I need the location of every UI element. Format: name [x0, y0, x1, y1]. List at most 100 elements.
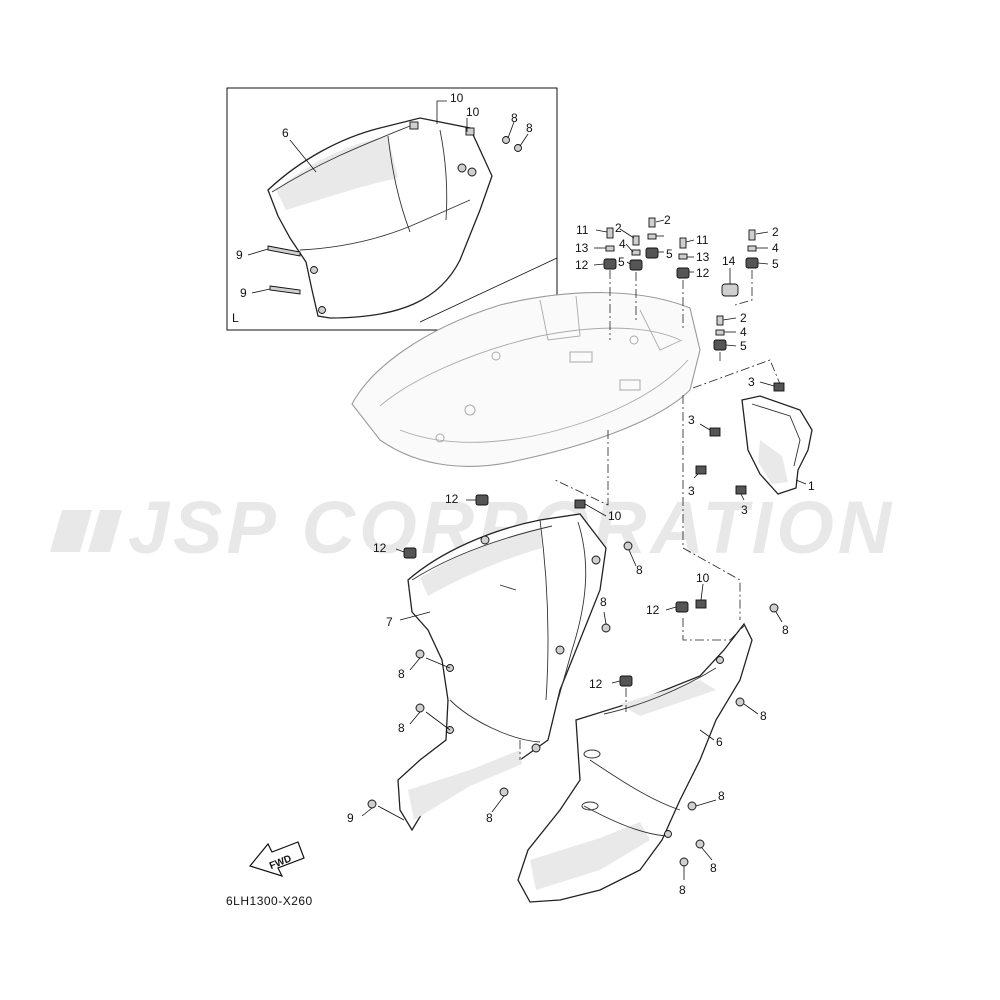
leader-9c-b	[377, 805, 405, 821]
cowling-inner-rim	[399, 359, 689, 443]
callout-10c: 10	[608, 509, 622, 523]
callout-9c: 9	[347, 811, 354, 825]
inset-screw-9a	[267, 245, 301, 257]
callout-13a: 13	[575, 241, 589, 255]
leader-10c	[584, 503, 607, 517]
bolt-8i	[687, 801, 697, 811]
cowling-rim	[379, 327, 681, 407]
inset-grommet-a	[457, 163, 467, 173]
side-cover-7-assembly: 12 10 12 8 7 8 8 8 8 9	[347, 492, 643, 832]
callout-8g: 8	[782, 623, 789, 637]
cover-7-shade-top	[420, 528, 542, 596]
leader-8e-b	[425, 657, 451, 669]
leader-12e	[665, 606, 677, 611]
grommet-12f	[619, 675, 633, 687]
inset-leader-9a	[247, 248, 269, 256]
inset-leader-10a	[436, 100, 447, 124]
leader-8c	[628, 549, 637, 567]
inset-cover-fold	[387, 135, 411, 233]
callout-11b: 11	[696, 233, 709, 247]
callout-2c: 2	[772, 225, 779, 239]
nut-10c	[574, 499, 586, 509]
cowling-hole-a	[464, 404, 476, 416]
callout-3d: 3	[741, 503, 748, 517]
grommet-5d	[713, 339, 727, 351]
inset-label: L	[232, 311, 239, 325]
callout-8e: 8	[398, 667, 405, 681]
clip-3c	[695, 465, 707, 475]
clip-3d	[735, 485, 747, 495]
callout-12f: 12	[589, 677, 603, 691]
cover-6-mount-a	[716, 656, 724, 664]
grommet-5c	[745, 257, 759, 269]
drop-line-d	[734, 270, 753, 306]
callout-9b: 9	[240, 286, 247, 300]
inset-cover-crease	[299, 199, 471, 251]
leader-5d	[725, 344, 737, 347]
callout-8g-lower: 8	[486, 811, 493, 825]
leader-7	[399, 611, 431, 621]
cover-6-crease	[589, 759, 681, 811]
cover-7-mount-d	[531, 743, 541, 753]
leader-12f	[611, 680, 621, 684]
washer-4b	[647, 233, 657, 240]
leader-6b	[699, 729, 715, 741]
callout-11a: 11	[576, 223, 589, 237]
callout-12d: 12	[373, 541, 387, 555]
callout-7: 7	[386, 615, 393, 629]
cover-7-shade-bottom	[408, 750, 522, 820]
cover-6-shade-top	[620, 680, 716, 716]
upper-hardware: 11 2 2 4 13 5 12 5 11 13 12 2 4 5 14 2 4…	[575, 213, 779, 362]
callout-12e: 12	[646, 603, 660, 617]
bottom-cowling-shell	[351, 292, 701, 467]
cover-6-mount-b	[664, 830, 672, 838]
grommet-12b	[676, 267, 690, 279]
cowling-hole-c	[491, 351, 501, 361]
callout-4a: 4	[619, 237, 626, 251]
cowling-hole-d	[629, 335, 639, 345]
bolt-2b	[648, 217, 656, 228]
callout-5d: 5	[740, 339, 747, 353]
leader-3a	[759, 381, 775, 387]
inset-leader-8a	[507, 121, 515, 139]
callout-5c: 5	[772, 257, 779, 271]
washer-4c	[747, 245, 757, 252]
inset-leader-8b	[519, 133, 529, 147]
callout-2d: 2	[740, 311, 747, 325]
leader-8j	[701, 847, 713, 861]
callout-5a: 5	[666, 247, 673, 261]
bolt-8d	[601, 623, 611, 633]
bolt-8g-lower	[499, 787, 509, 797]
leader-8g	[775, 611, 783, 623]
leader-3d	[740, 493, 745, 501]
inset-grommet-b	[467, 167, 477, 177]
callout-3a: 3	[748, 375, 755, 389]
bolt-8j	[695, 839, 705, 849]
inset-cover-edge	[271, 125, 411, 193]
bolt-2a	[632, 235, 640, 246]
leader-11a	[595, 229, 608, 233]
washer-4a	[631, 249, 641, 256]
cowling-mount	[639, 309, 683, 351]
bolt-2d	[716, 315, 724, 326]
leader-11b	[685, 239, 695, 243]
collar-13a	[605, 245, 615, 252]
cover-7-mount-c	[555, 645, 565, 655]
leader-2d	[722, 317, 737, 321]
bolt-8h	[735, 697, 745, 707]
inset-clip-b	[318, 306, 326, 314]
leader-8g-lower	[491, 795, 505, 813]
cover-7-crease	[449, 699, 541, 743]
screw-9c	[367, 799, 377, 809]
bolt-2c	[748, 229, 756, 241]
cover-6-shade-bottom	[530, 822, 650, 890]
leader-5c	[757, 262, 769, 265]
collar-13b	[678, 253, 688, 260]
seal-14	[721, 283, 739, 297]
inset-leader-6	[289, 139, 317, 173]
cowling-opening-b	[619, 379, 641, 391]
cover-7-fold	[539, 519, 549, 701]
leader-8e	[409, 657, 421, 671]
inset-nut-10a	[409, 121, 419, 130]
grommet-12e	[675, 601, 689, 613]
